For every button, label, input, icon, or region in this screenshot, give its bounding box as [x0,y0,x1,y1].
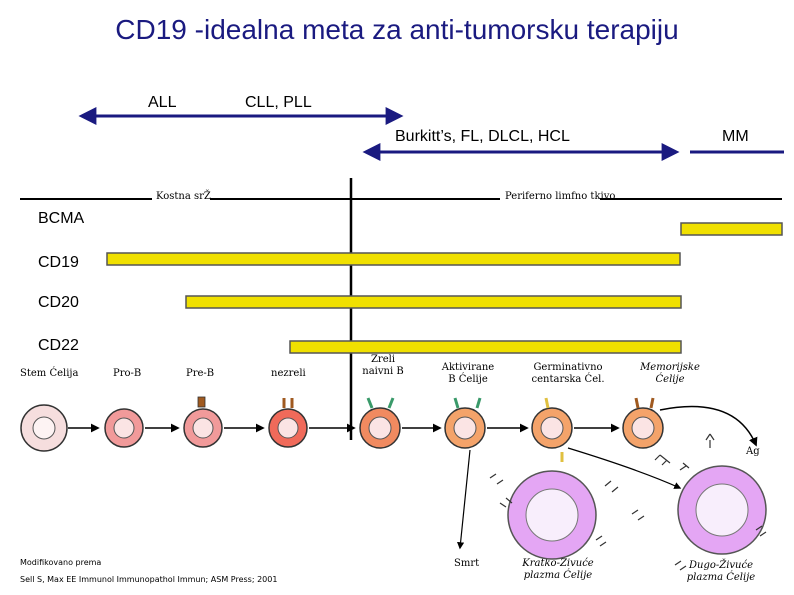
cell-activated [444,397,486,449]
disease-label-all: ALL [148,94,177,111]
antibody-icons [489,433,767,571]
cell-pre-b [183,396,223,448]
arrow-memory-to-ag [659,405,758,447]
disease-label-burkitt: Burkitt’s, FL, DLCL, HCL [395,128,570,145]
bar-cd20 [185,295,682,309]
marker-label-cd20: CD20 [38,294,79,311]
stage-label-long-plasma: Dugo-Živuće plazma Ćelije [686,560,756,583]
region-label-bone-marrow: Kostna srŽ [156,191,211,202]
cell-stem [20,404,68,452]
stage-label-activated: Aktivirane B Ćelije [441,362,495,385]
cell-pro-b [104,408,144,448]
marker-label-cd19: CD19 [38,254,79,271]
region-label-peripheral: Periferno limfno tkivo [505,191,616,202]
cell-short-lived-plasma [507,470,597,560]
stage-label-pre-b: Pre-B [186,368,215,379]
stage-label-germinal: Germinativno centarska Ćel. [531,362,605,385]
cell-long-lived-plasma [677,465,767,555]
marker-label-cd22: CD22 [38,337,79,354]
bar-cd19 [106,252,681,266]
cell-memory [622,397,664,449]
bar-bcma [680,222,783,236]
disease-label-cll: CLL, PLL [245,94,312,111]
marker-label-bcma: BCMA [38,210,85,227]
arrow-germinal-to-long-plasma [567,447,682,489]
label-smrt: Smrt [454,558,480,569]
stage-label-stem: Stem Ćelija [20,368,79,379]
label-ag: Ag [746,446,760,457]
bar-cd22 [289,340,682,354]
arrow-activated-to-smrt [457,449,471,550]
citation-line-2: Sell S, Max EE Immunol Immunopathol Immu… [20,575,278,584]
page-title: CD19 -idealna meta za anti-tumorsku tera… [115,14,679,45]
citation-line-1: Modifikovano prema [20,558,102,567]
disease-label-mm: MM [722,128,749,145]
stage-label-pro-b: Pro-B [113,368,142,379]
cell-germinal [531,397,573,462]
cell-mature-naive [359,397,401,449]
stage-label-mature-naive: Zreli naivni B [362,354,404,377]
stage-label-short-plasma: Kratko-Živuće plazma Ćelije [522,558,594,581]
cell-immature [268,398,308,448]
stage-label-immature: nezreli [271,368,306,379]
stage-label-memory: Memorijske Ćelije [640,362,700,385]
